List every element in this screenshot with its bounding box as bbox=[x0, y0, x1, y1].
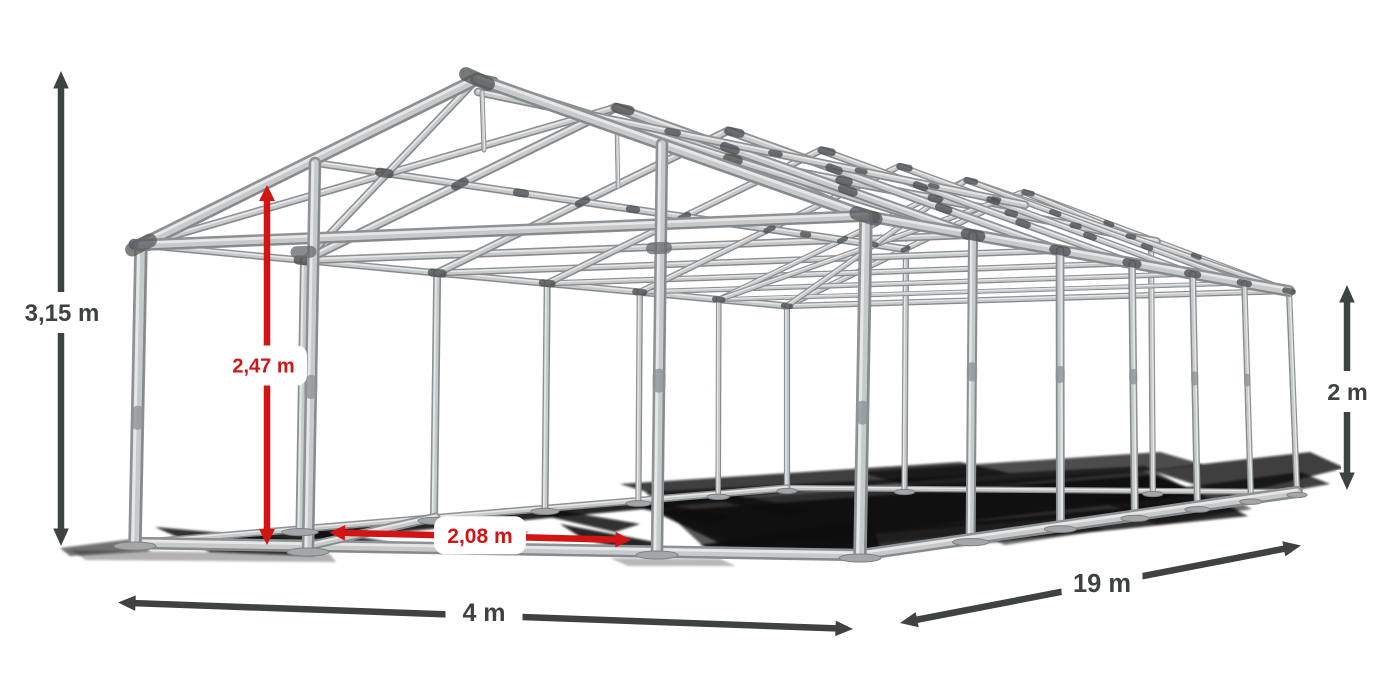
svg-text:4 m: 4 m bbox=[462, 599, 505, 627]
svg-text:2,47 m: 2,47 m bbox=[232, 356, 294, 378]
svg-text:2 m: 2 m bbox=[1327, 379, 1368, 405]
svg-text:2,08 m: 2,08 m bbox=[447, 525, 512, 548]
svg-text:3,15 m: 3,15 m bbox=[25, 300, 100, 327]
svg-text:19 m: 19 m bbox=[1073, 570, 1131, 598]
